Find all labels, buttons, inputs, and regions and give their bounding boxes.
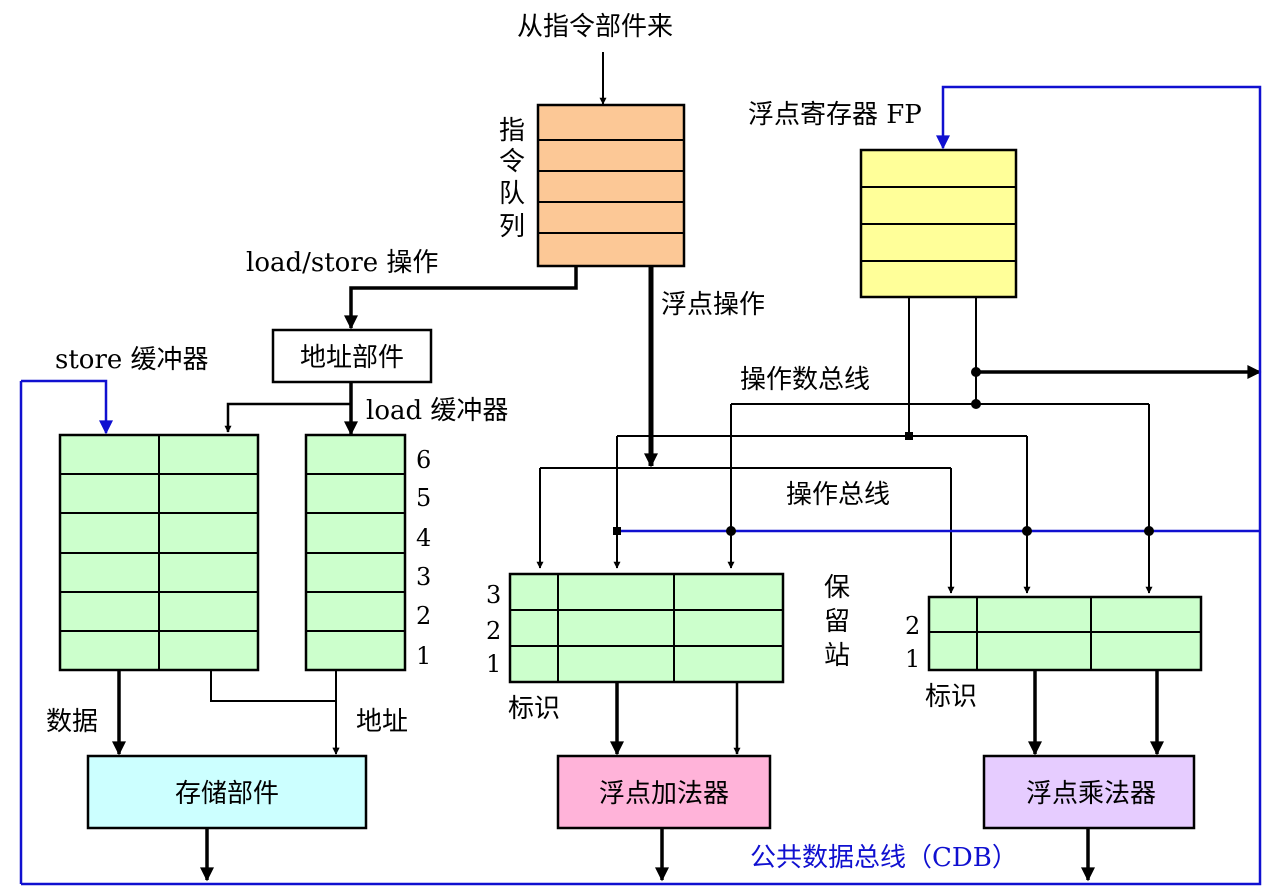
load-buffers-label: load 缓冲器 (366, 396, 508, 426)
adder-station-number: 3 (486, 581, 501, 609)
instruction-queue (536, 103, 686, 268)
multiplier-station-number: 1 (905, 645, 920, 673)
tag-multiplier-label: 标识 (925, 682, 977, 712)
address-to-store-buffers-arrow (224, 402, 351, 433)
load-store-ops-path (344, 266, 578, 330)
fp-adder-box (556, 754, 772, 830)
instruction-queue-char: 令 (499, 147, 525, 177)
cdb-loop (21, 85, 1262, 886)
fp-adder-label: 浮点加法器 (599, 779, 729, 809)
memory-unit-box (86, 754, 368, 830)
cdb-to-store-buffers (21, 379, 113, 435)
instruction-queue-char: 队 (499, 179, 525, 209)
memory-unit-label: 存储部件 (175, 779, 279, 809)
store-buffers-label: store 缓冲器 (55, 345, 209, 375)
fp-registers (859, 148, 1018, 299)
multiplier-station-number: 2 (905, 612, 920, 640)
multiplier-stations-box (927, 595, 1203, 672)
load-buffer-number: 4 (416, 524, 431, 552)
load-buffer-number: 6 (416, 446, 431, 474)
load-buffer-number: 1 (416, 642, 431, 670)
fp-registers-label: 浮点寄存器 FP (748, 100, 922, 130)
data-label: 数据 (46, 707, 98, 737)
operand-bus-label: 操作数总线 (740, 365, 870, 395)
fp-multiplier-box (982, 754, 1196, 830)
from-instruction-unit-label: 从指令部件来 (517, 12, 673, 42)
fp-ops-label: 浮点操作 (661, 290, 765, 320)
fp-multiplier-label: 浮点乘法器 (1026, 779, 1156, 809)
adder-reservation-stations (508, 572, 785, 684)
load-buffer-number: 5 (416, 484, 431, 512)
adder-stations-box (508, 572, 785, 684)
adder-station-number: 2 (486, 617, 501, 645)
instruction-queue-box (536, 103, 686, 268)
instruction-queue-char: 指 (499, 116, 525, 146)
address-label: 地址 (356, 707, 408, 737)
reservation-station-char: 保 (824, 573, 850, 603)
instruction-queue-char: 列 (499, 212, 525, 242)
reservation-station-char: 留 (824, 607, 850, 637)
load-store-ops-label: load/store 操作 (246, 248, 438, 278)
load-buffer-number: 2 (416, 602, 431, 630)
reservation-station-char: 站 (824, 641, 850, 671)
multiplier-reservation-stations (927, 595, 1203, 672)
operation-bus-label: 操作总线 (786, 480, 890, 510)
store-address-path (210, 670, 340, 755)
load-buffers (304, 433, 407, 672)
cdb-label: 公共数据总线（CDB） (750, 843, 1018, 873)
store-buffers (58, 433, 260, 672)
tag-adder-label: 标识 (508, 694, 560, 724)
adder-station-number: 1 (486, 650, 501, 678)
address-unit-label: 地址部件 (300, 343, 404, 373)
load-buffer-number: 3 (416, 563, 431, 591)
